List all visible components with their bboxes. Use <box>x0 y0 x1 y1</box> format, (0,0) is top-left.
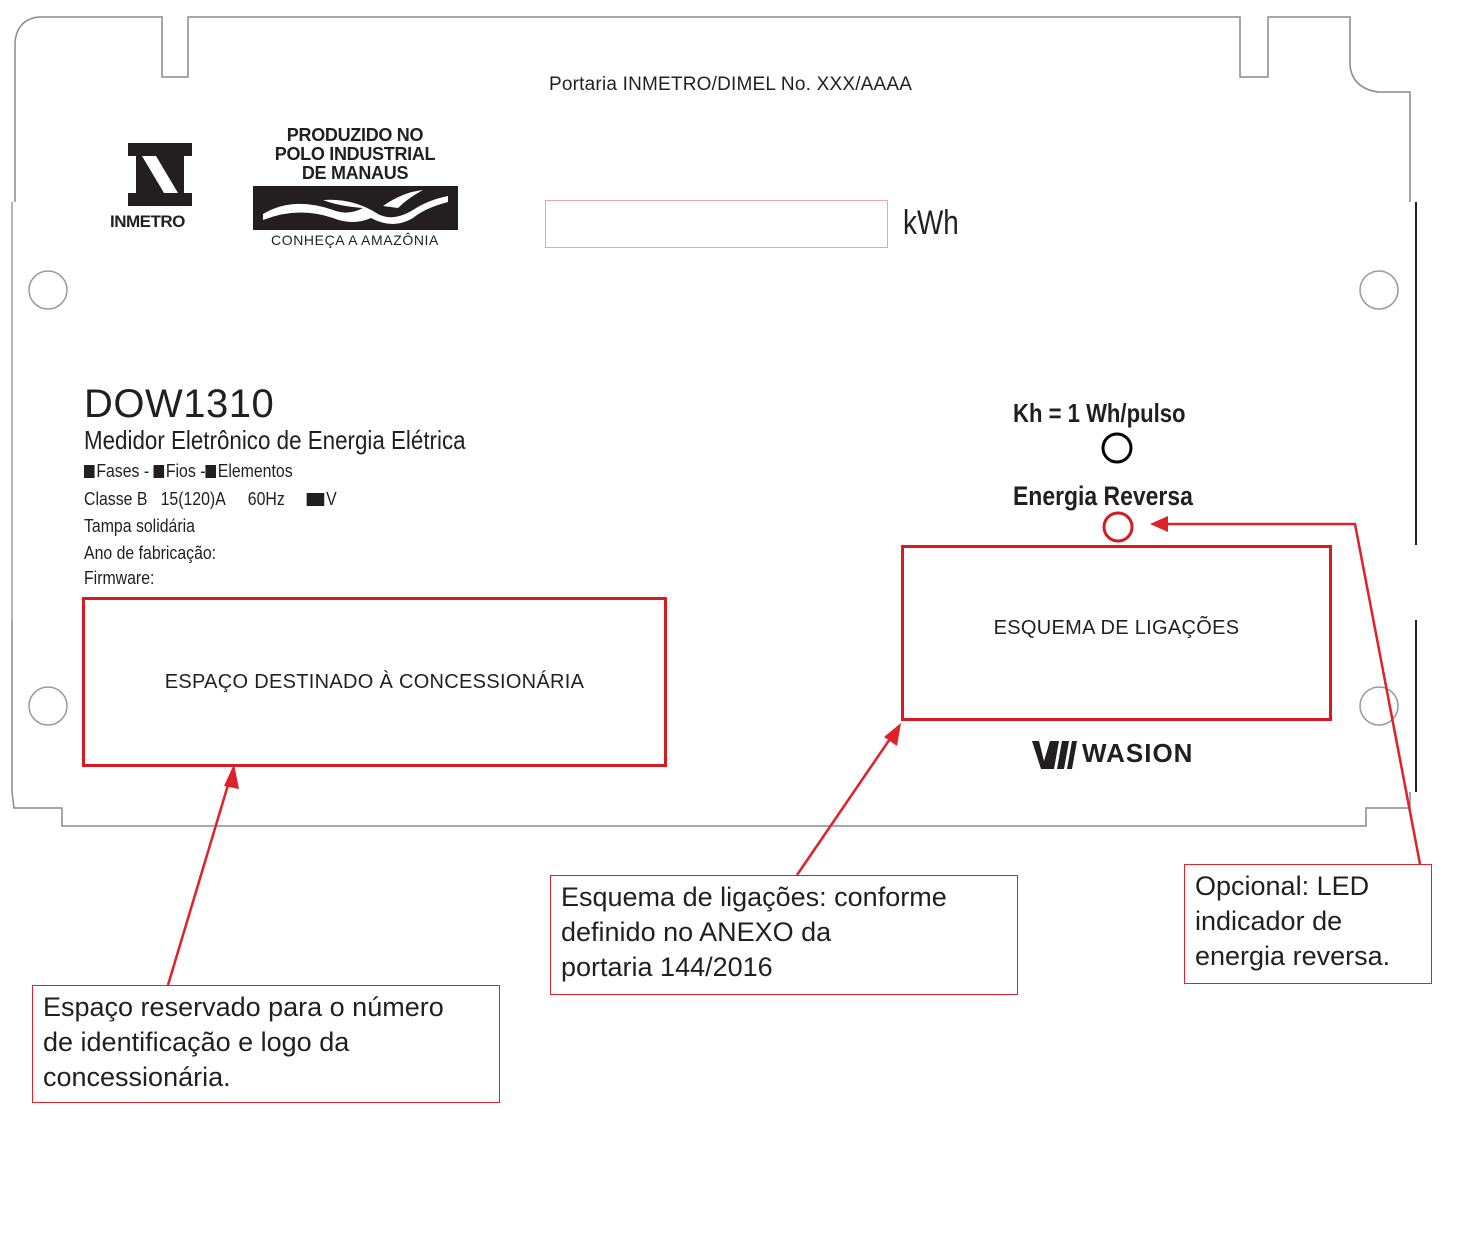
fill-square-icon <box>306 493 325 506</box>
inmetro-seal-icon <box>128 143 192 206</box>
callout-line: energia reversa. <box>1195 941 1391 971</box>
esquema-box: ESQUEMA DE LIGAÇÕES <box>901 545 1332 721</box>
callout-concessionaria: Espaço reservado para o número de identi… <box>32 985 500 1103</box>
manaus-line-2: POLO INDUSTRIAL <box>274 144 436 164</box>
rating-line: Classe B 15(120)A 60Hz V <box>84 489 337 509</box>
classe-text: Classe B <box>84 489 148 509</box>
callout-led: Opcional: LED indicador de energia rever… <box>1184 864 1432 984</box>
corrente-text: 15(120)A <box>160 489 226 509</box>
fill-square-icon <box>84 465 95 478</box>
callout-line: Esquema de ligações: conforme <box>561 882 947 912</box>
frequencia-text: 60Hz <box>247 489 285 509</box>
mount-hole-bottom-left <box>28 686 68 726</box>
manaus-tagline: CONHEÇA A AMAZÔNIA <box>271 232 439 248</box>
manaus-line-1: PRODUZIDO NO <box>286 125 424 145</box>
callout-arrows <box>166 522 1422 986</box>
ano-text: Ano de fabricação: <box>84 543 217 563</box>
energy-display <box>545 200 888 248</box>
tensao-unit: V <box>326 489 337 509</box>
display-unit: kWh <box>903 204 959 242</box>
mount-hole-bottom-right <box>1359 686 1399 726</box>
arrow-esquema <box>795 732 896 876</box>
fases-text: Fases - <box>96 461 150 481</box>
callout-line: Espaço reservado para o número <box>43 992 444 1022</box>
energia-reversa-label: Energia Reversa <box>1013 481 1193 511</box>
reverse-led-icon <box>1102 511 1134 543</box>
callout-line: portaria 144/2016 <box>561 952 773 982</box>
callout-line: concessionária. <box>43 1062 231 1092</box>
concessionaria-box-text: ESPAÇO DESTINADO À CONCESSIONÁRIA <box>164 670 585 693</box>
callout-line: Opcional: LED <box>1195 871 1370 901</box>
tampa-text: Tampa solidária <box>84 516 195 536</box>
mount-hole-top-left <box>28 270 68 310</box>
fill-square-icon <box>205 465 217 478</box>
phases-line: Fases - Fios - Elementos <box>84 461 293 481</box>
portaria-text: Portaria INMETRO/DIMEL No. XXX/AAAA <box>549 74 913 95</box>
pulse-led-icon <box>1101 432 1133 464</box>
elementos-text: Elementos <box>217 461 293 481</box>
arrow-led <box>1162 522 1422 865</box>
label-border-left <box>14 16 39 202</box>
manaus-logo: PRODUZIDO NO POLO INDUSTRIAL DE MANAUS C… <box>250 126 466 252</box>
callout-line: de identificação e logo da <box>43 1027 350 1057</box>
firmware-text: Firmware: <box>84 568 155 588</box>
label-border <box>38 16 1411 202</box>
wasion-name: WASION <box>1082 738 1194 768</box>
callout-esquema: Esquema de ligações: conforme definido n… <box>550 875 1018 995</box>
arrow-concessionaria <box>166 774 233 986</box>
arrowhead-concessionaria <box>224 764 239 789</box>
inmetro-text: INMETRO <box>110 212 185 231</box>
wasion-logo-icon <box>1032 741 1077 769</box>
esquema-box-text: ESQUEMA DE LIGAÇÕES <box>993 616 1240 639</box>
kh-label: Kh = 1 Wh/pulso <box>1013 398 1186 428</box>
arrow-heads <box>224 516 1168 789</box>
callout-line: definido no ANEXO da <box>561 917 832 947</box>
arrowhead-esquema <box>884 723 901 746</box>
callout-line: indicador de <box>1195 906 1343 936</box>
mount-hole-top-right <box>1359 270 1399 310</box>
fios-text: Fios - <box>165 461 206 481</box>
meter-description: Medidor Eletrônico de Energia Elétrica <box>84 425 466 455</box>
concessionaria-box: ESPAÇO DESTINADO À CONCESSIONÁRIA <box>82 597 667 767</box>
fill-square-icon <box>153 465 165 478</box>
meter-model: DOW1310 <box>84 382 275 426</box>
arrowhead-led <box>1150 516 1168 532</box>
manaus-line-3: DE MANAUS <box>301 163 409 183</box>
bird-wave-icon <box>253 186 458 230</box>
wasion-brand: WASION <box>1030 735 1220 775</box>
